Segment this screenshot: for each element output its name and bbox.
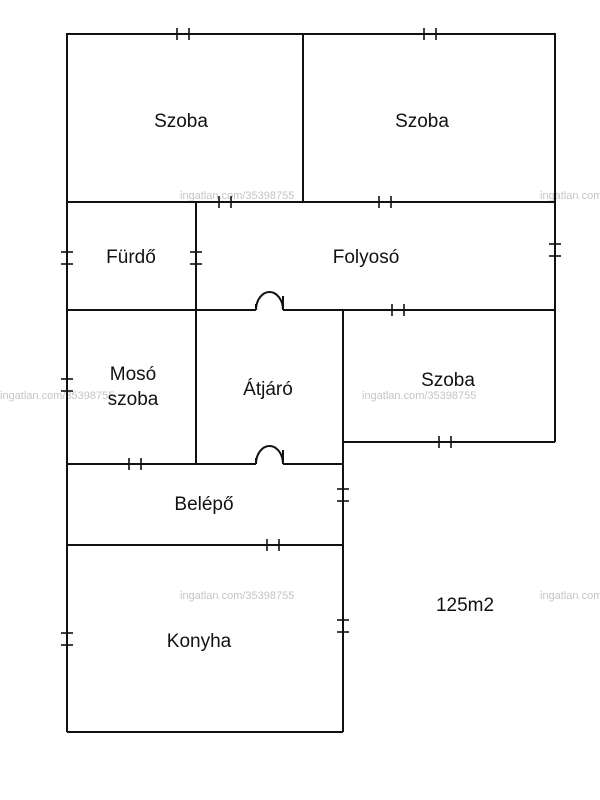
room-label-folyoso: Folyosó xyxy=(333,247,400,268)
room-label-szoba: Szoba xyxy=(395,111,449,132)
walls xyxy=(66,33,556,733)
room-label-moso: Mosó xyxy=(110,364,156,385)
watermark: ingatlan.com/35398755 xyxy=(540,190,600,202)
top-rooms-outline xyxy=(66,33,556,203)
watermark: ingatlan.com/35398755 xyxy=(0,390,114,402)
watermark: ingatlan.com/35398755 xyxy=(540,590,600,602)
door-folyoso xyxy=(255,291,284,311)
room-labels: Szoba Szoba Fürdő Folyosó Mosó szoba Átj… xyxy=(106,111,494,652)
watermark: ingatlan.com/35398755 xyxy=(180,190,294,202)
room-label-atjaro: Átjáró xyxy=(243,379,293,400)
watermarks: ingatlan.com/35398755 ingatlan.com/35398… xyxy=(0,190,600,602)
area-label: 125m2 xyxy=(436,595,494,616)
door-belepo xyxy=(255,445,284,465)
room-label-moso-szoba: szoba xyxy=(108,389,159,410)
room-label-szoba: Szoba xyxy=(421,370,475,391)
room-label-belepo: Belépő xyxy=(174,494,233,515)
room-label-furdo: Fürdő xyxy=(106,247,156,268)
watermark: ingatlan.com/35398755 xyxy=(362,390,476,402)
room-label-szoba: Szoba xyxy=(154,111,208,132)
watermark: ingatlan.com/35398755 xyxy=(180,590,294,602)
doors xyxy=(255,291,284,465)
room-label-konyha: Konyha xyxy=(167,631,232,652)
window-marks xyxy=(61,28,561,646)
